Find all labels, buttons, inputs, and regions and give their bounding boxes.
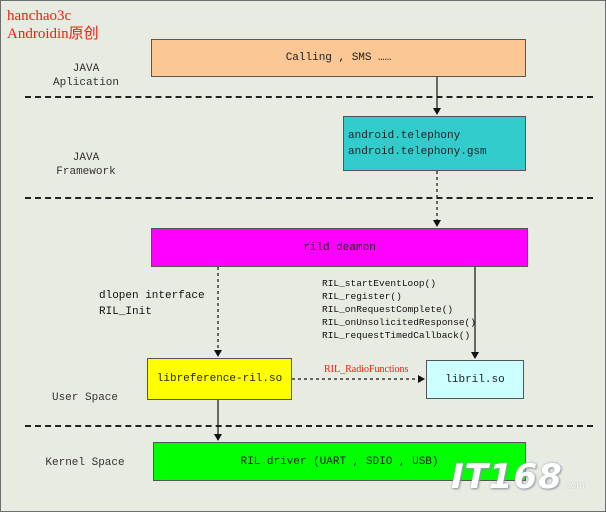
separator-user-kernel xyxy=(25,425,593,427)
telephony-box: android.telephony android.telephony.gsm xyxy=(343,116,526,171)
dlopen-annotation: dlopen interface RIL_Init xyxy=(99,290,205,318)
libreference-ril-box: libreference-ril.so xyxy=(147,358,292,400)
separator-application-framework xyxy=(25,96,593,98)
function-item: RIL_onRequestComplete() xyxy=(322,304,454,315)
rild-daemon-box: rild deamon xyxy=(151,228,528,267)
calling-sms-box: Calling , SMS …… xyxy=(151,39,526,77)
separator-framework-native xyxy=(25,197,593,199)
watermark-logo: IT168.com xyxy=(451,457,585,497)
ril-driver-label: RIL driver (UART , SDIO , USB) xyxy=(240,455,439,468)
calling-sms-label: Calling , SMS …… xyxy=(285,52,392,64)
libril-box: libril.so xyxy=(426,360,524,399)
function-item: RIL_startEventLoop() xyxy=(322,278,437,289)
telephony-label: android.telephony android.telephony.gsm xyxy=(348,129,487,158)
layer-label-kernel-space: Kernel Space xyxy=(45,457,125,469)
author-source: Androidin原创 xyxy=(7,26,99,42)
author-name: hanchao3c xyxy=(7,8,72,24)
libreference-ril-label: libreference-ril.so xyxy=(156,373,283,385)
watermark-logo-text: IT168 xyxy=(451,457,563,497)
author-note: hanchao3c Androidin原创 xyxy=(7,7,99,43)
ril-driver-box: RIL driver (UART , SDIO , USB) xyxy=(153,442,526,481)
libril-label: libril.so xyxy=(445,373,505,386)
ril-function-list: RIL_startEventLoop() RIL_register() RIL_… xyxy=(322,277,476,342)
rild-daemon-label: rild deamon xyxy=(303,241,376,254)
layer-label-java-application: JAVA Aplication xyxy=(52,63,119,89)
function-item: RIL_onUnsolicitedResponse() xyxy=(322,317,476,328)
function-item: RIL_requestTimedCallback() xyxy=(322,330,471,341)
layer-label-user-space: User Space xyxy=(51,392,118,404)
watermark-suffix: .com xyxy=(562,481,585,491)
radio-functions-label: RIL_RadioFunctions xyxy=(324,364,409,375)
layer-label-java-framework: JAVA Framework xyxy=(56,152,116,178)
function-item: RIL_register() xyxy=(322,291,402,302)
